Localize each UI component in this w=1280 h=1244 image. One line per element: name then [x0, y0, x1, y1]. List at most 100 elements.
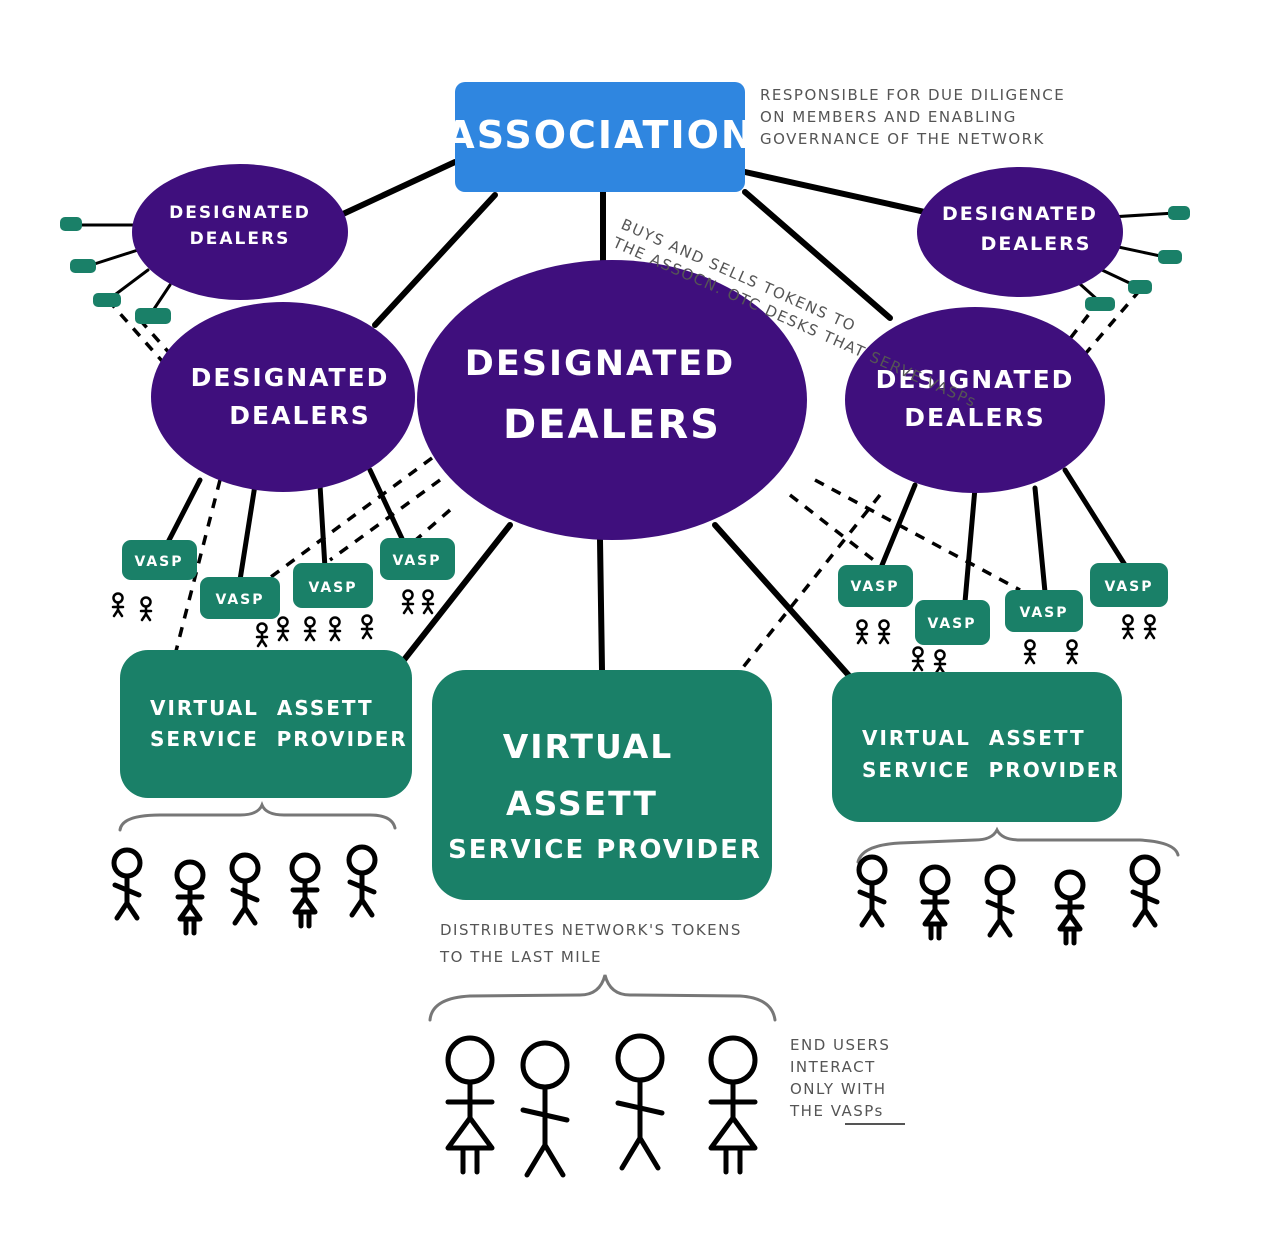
dealer-top-right-line-1: DESIGNATED — [942, 203, 1098, 225]
stub-node — [1158, 250, 1182, 264]
dealer-top-right-line-2: DEALERS — [981, 233, 1092, 255]
small-vasp-label: VASP — [1019, 605, 1068, 621]
link-assoc-left-dealers — [372, 192, 498, 328]
end-user — [349, 847, 375, 915]
end-user — [523, 1043, 567, 1175]
dealer-center-line-2: DEALERS — [503, 402, 721, 448]
end-user — [859, 857, 885, 925]
provider-right-box — [832, 672, 1122, 822]
provider-right-line-1: VIRTUAL ASSETT — [862, 726, 1086, 750]
stub-node — [1085, 297, 1115, 311]
stub-nodes — [60, 206, 1190, 324]
tiny-user — [933, 649, 947, 675]
small-vasp-box — [915, 600, 990, 645]
tiny-user — [911, 646, 925, 672]
small-vasp-box — [200, 577, 280, 619]
provider-right-line-2: SERVICE PROVIDER — [862, 758, 1120, 782]
provider-note-line-2: TO THE LAST MILE — [439, 948, 602, 966]
provider-center-box — [432, 670, 772, 900]
end-user-note-line-4: THE VASPs — [789, 1102, 884, 1120]
dash-right-1 — [788, 493, 882, 567]
provider-right: VIRTUAL ASSETT SERVICE PROVIDER — [832, 672, 1122, 822]
connections — [73, 159, 1177, 692]
dealer-top-left-line-2: DEALERS — [190, 229, 291, 249]
provider-center-line-3: SERVICE PROVIDER — [448, 835, 762, 865]
dealer-left: DESIGNATED DEALERS — [151, 302, 415, 492]
end-user-note-line-2: INTERACT — [790, 1058, 876, 1076]
dash-right-3 — [723, 493, 882, 692]
link-center-vasp-left — [397, 522, 513, 668]
end-user — [618, 1036, 662, 1168]
association-note-line-3: GOVERNANCE OF THE NETWORK — [760, 130, 1045, 148]
small-vasp-label: VASP — [134, 554, 183, 570]
tiny-user — [139, 596, 153, 622]
tiny-user — [1023, 639, 1037, 665]
dash-right-2 — [814, 478, 1021, 592]
dealer-right-line-2: DEALERS — [904, 403, 1045, 432]
dealer-right: DESIGNATED DEALERS — [845, 307, 1105, 493]
stub-node — [135, 308, 171, 324]
tiny-user — [877, 619, 891, 645]
end-user — [114, 850, 140, 918]
tiny-user — [1065, 639, 1079, 665]
tiny-user — [1143, 614, 1157, 640]
link-leftdealer-vasp4 — [367, 467, 408, 548]
association-note-line-2: ON MEMBERS AND ENABLING — [760, 108, 1017, 126]
association-label: ASSOCIATION — [445, 113, 754, 157]
end-user — [1057, 872, 1083, 943]
link-assoc-right-dealers — [742, 189, 893, 321]
provider-left-line-2: SERVICE PROVIDER — [150, 727, 408, 751]
provider-center-line-1: VIRTUAL — [503, 727, 674, 766]
end-user — [1132, 857, 1158, 925]
dash-left-3 — [328, 478, 442, 562]
dealer-top-right-shape — [917, 167, 1123, 297]
provider-note-line-1: DISTRIBUTES NETWORK'S TOKENS — [440, 921, 742, 939]
end-user-note-line-3: ONLY WITH — [790, 1080, 887, 1098]
end-user — [711, 1038, 755, 1172]
association-note: RESPONSIBLE FOR DUE DILIGENCE ON MEMBERS… — [760, 86, 1064, 148]
end-user — [922, 867, 948, 938]
small-vasps-left: VASP VASP VASP VASP — [122, 538, 455, 619]
dealer-center-line-1: DESIGNATED — [465, 344, 735, 384]
link-rightdealer-vasp2 — [962, 485, 978, 605]
end-user-note: END USERS INTERACT ONLY WITH THE VASPs — [789, 1036, 905, 1125]
dealer-center-shape — [417, 260, 807, 540]
small-vasp-box — [122, 540, 197, 580]
association-box — [455, 82, 745, 192]
small-vasp-box — [380, 538, 455, 580]
end-user-note-line-1: END USERS — [790, 1036, 890, 1054]
stub-node — [1128, 280, 1152, 294]
small-vasp-label: VASP — [927, 616, 976, 632]
dash-topright-2 — [1078, 288, 1142, 362]
provider-center: VIRTUAL ASSETT SERVICE PROVIDER — [432, 670, 772, 900]
tiny-user — [276, 616, 290, 642]
dealer-left-line-2: DEALERS — [229, 401, 370, 430]
provider-center-line-2: ASSETT — [506, 784, 658, 823]
stub-node — [1168, 206, 1190, 220]
tiny-user — [1121, 614, 1135, 640]
provider-left: VIRTUAL ASSETT SERVICE PROVIDER — [120, 650, 412, 798]
dealer-left-shape — [151, 302, 415, 492]
tiny-user — [328, 616, 342, 642]
end-user — [292, 855, 318, 926]
brace-left — [118, 800, 397, 832]
dealer-left-line-1: DESIGNATED — [191, 363, 390, 392]
brace-center — [428, 974, 777, 1022]
link-rightdealer-vasp1 — [877, 482, 918, 573]
tiny-user — [111, 592, 125, 618]
dealer-top-left: DESIGNATED DEALERS — [132, 164, 348, 300]
link-leftdealer-vasp2 — [237, 482, 258, 583]
tiny-user — [855, 619, 869, 645]
end-user — [232, 855, 258, 923]
tiny-user — [303, 616, 317, 642]
tiny-user — [401, 589, 415, 615]
small-vasp-box — [1090, 563, 1168, 607]
small-vasp-label: VASP — [392, 553, 441, 569]
link-rightdealer-vasp4 — [1062, 467, 1128, 568]
link-leftdealer-vasp3 — [317, 482, 328, 571]
small-vasp-label: VASP — [308, 580, 357, 596]
small-vasp-label: VASP — [850, 579, 899, 595]
tiny-user — [421, 589, 435, 615]
stub-node — [93, 293, 121, 307]
